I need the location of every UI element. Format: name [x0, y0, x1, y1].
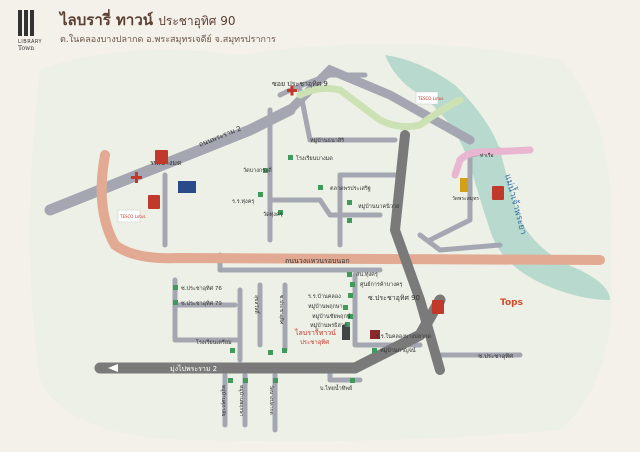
library-town-logo: LIBRARY Town [18, 10, 44, 56]
poi-label: หมู่บ้านนาคนิวาส [358, 203, 400, 210]
poi-dot [228, 378, 233, 383]
secondary-road [417, 232, 503, 253]
road-label-pracha90: ซ.ประชาอุทิศ 90 [368, 294, 420, 302]
poi-dot [173, 285, 178, 290]
poi-label: หมู่บ้านชัยพฤกษ์ [312, 313, 351, 320]
poi-label: ซ.ประชาอุทิศ 79 [181, 300, 222, 307]
tesco-lotus-icon: TESCO Lotus [415, 91, 444, 105]
poi-label: หมู่บ้านธนาสิริ [310, 137, 344, 144]
market-icon [148, 195, 160, 209]
poi-label: วัดบางกระดี่ [243, 166, 272, 174]
poi-dot [343, 305, 348, 310]
temple-icon [460, 178, 468, 192]
poi-label-vertical: หมู่บ้านศุภาลัย [220, 385, 227, 416]
poi-label: หมู่บ้านพรธิสาร [310, 322, 347, 329]
logo-bars-icon [18, 10, 44, 36]
poi-label: ตลาดพรประเสริฐ [330, 185, 371, 192]
poi-dot [347, 218, 352, 223]
poi-label: ท่าเรือ [480, 152, 494, 159]
road-label-rama2-bottom: มุ่งไปพระราม 2 [170, 364, 217, 373]
poi-label-vertical: วัดบางปลากด [268, 385, 274, 415]
poi-label: ร.ร.ทุ่งครุ [232, 199, 254, 205]
poi-label-vertical: ซ.ประชาอุทิศ [278, 295, 285, 325]
poi-label: สน.ทุ่งครุ [356, 271, 378, 278]
logo-line1: LIBRARY [18, 39, 43, 45]
library-town-marker-icon [342, 325, 350, 340]
poi-dot [258, 192, 263, 197]
poi-label: บ.ไทยน้ำทิพย์ [320, 384, 352, 392]
tesco-label: TESCO Lotus [417, 96, 444, 101]
poi-dot [347, 200, 352, 205]
rama2-bottom-road [94, 294, 446, 374]
tesco-label: TESCO Lotus [119, 214, 146, 219]
poi-dot [348, 314, 353, 319]
poi-label: ร.ร.ในคลองบางปลากด [376, 333, 431, 340]
market-icon [492, 186, 504, 200]
ring-road [96, 150, 605, 265]
title-sub: ประชาอุทิศ 90 [158, 14, 236, 28]
poi-label: โรงเรียนบางมด [296, 154, 333, 162]
secondary-road [172, 277, 243, 363]
poi-dot [350, 282, 355, 287]
green-road [296, 84, 464, 131]
poi-label: หมู่บ้านพฤกษา [308, 303, 343, 310]
library-town-sub-label: ประชาอุทิศ [300, 339, 329, 346]
road-label-right-soi: ซ.ประชาอุทิศ [478, 353, 513, 360]
poi-dot [347, 272, 352, 277]
poi-dot [268, 350, 273, 355]
poi-dot [282, 348, 287, 353]
market-icon [155, 150, 168, 164]
logo-line2: Town [18, 45, 35, 52]
poi-dot [230, 348, 235, 353]
poi-dot [348, 293, 353, 298]
poi-label: โรงเรียนเตรียม [196, 338, 232, 346]
tops-label: Tops [500, 298, 523, 308]
poi-label: วัดทุ่งครุ [263, 211, 283, 218]
hospital-icon [287, 85, 297, 96]
poi-dot [350, 378, 355, 383]
poi-dot [263, 168, 268, 173]
poi-label: หมู่บ้านกาญจน์ [380, 347, 416, 354]
road-label-soi9: ซอย ประชาอุทิศ 9 [272, 80, 328, 88]
market-icon [432, 300, 444, 314]
poi-label-vertical: สุขสวัสดิ์ [253, 295, 261, 315]
title-main: ไลบรารี่ ทาวน์ [60, 11, 154, 29]
poi-dot [318, 185, 323, 190]
pracha-uthit-90-road [389, 130, 445, 375]
poi-dot [345, 322, 350, 327]
hospital-icon [131, 172, 142, 183]
poi-dot [288, 155, 293, 160]
poi-label: ศูนย์การค้าบางครุ [360, 281, 403, 288]
poi-label: วัดพระสมุทร [452, 196, 479, 202]
secondary-road [297, 87, 398, 143]
poi-label-vertical: หมู่บ้านพฤกษา [238, 385, 245, 417]
direction-arrow-icon [108, 364, 118, 372]
building-icon [178, 181, 196, 193]
library-town-label: ไลบรารี่ทาวน์ [294, 328, 336, 337]
poi-dot [278, 210, 283, 215]
poi-label: ซ.ประชาอุทิศ 76 [181, 285, 222, 292]
page-title: ไลบรารี่ ทาวน์ ประชาอุทิศ 90 [60, 8, 235, 32]
poi-dot [243, 378, 248, 383]
school-icon [370, 330, 380, 339]
road-label-ring: ถนนวงแหวนรอบนอก [285, 257, 350, 265]
secondary-road [267, 197, 383, 218]
poi-dot [173, 300, 178, 305]
page-subtitle: ต.ในคลองบางปลากด อ.พระสมุทรเจดีย์ จ.สมุท… [60, 35, 276, 45]
tesco-lotus-icon: TESCO Lotus [117, 209, 146, 223]
poi-label: ร.ร.บ้านคลอง [308, 293, 341, 300]
pink-road [451, 146, 534, 179]
chaopraya-river [385, 55, 610, 300]
poi-dot [372, 348, 377, 353]
poi-dot [273, 378, 278, 383]
